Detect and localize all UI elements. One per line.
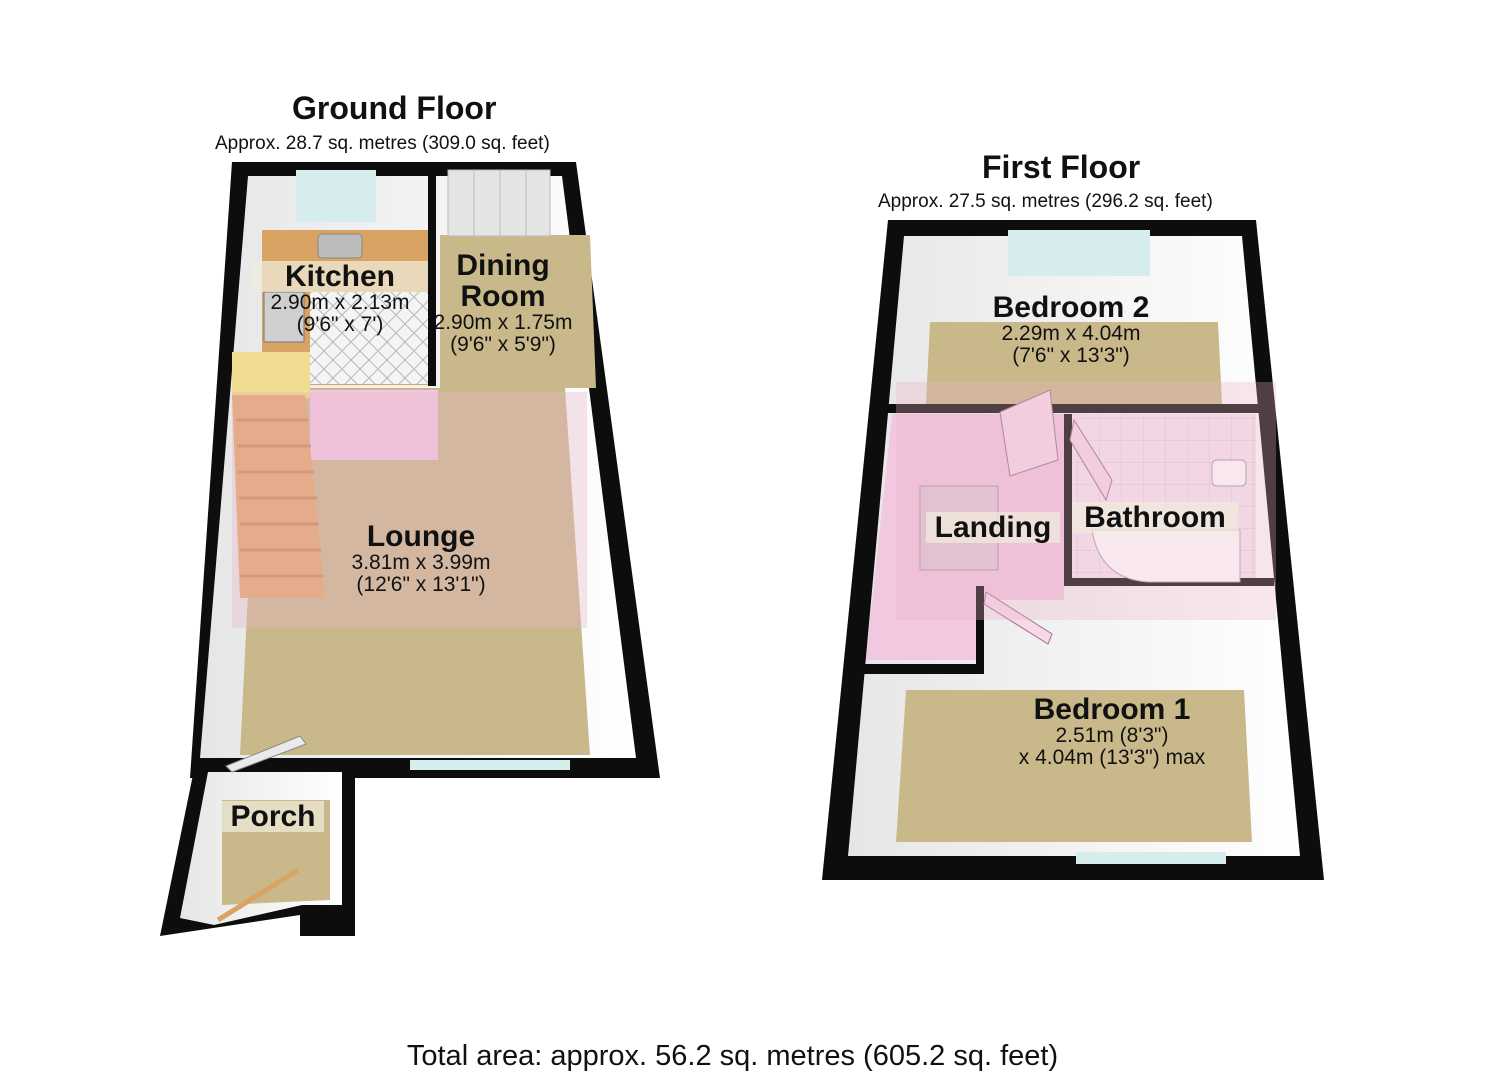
- kitchen-tiled-floor: [310, 292, 430, 384]
- lounge-floor: [240, 388, 590, 755]
- kitchen-hob: [263, 291, 305, 343]
- first-floor-area: Approx. 27.5 sq. metres (296.2 sq. feet): [878, 191, 1213, 212]
- porch-front-door: [216, 867, 300, 923]
- landing-name: Landing: [926, 512, 1060, 543]
- dining-name-line1: Dining: [456, 249, 550, 282]
- landing-door: [999, 389, 1059, 477]
- room-label-lounge: Lounge 3.81m x 3.99m (12'6" x 13'1"): [330, 521, 512, 596]
- room-label-dining-room: Dining Room 2.90m x 1.75m (9'6" x 5'9"): [416, 250, 590, 356]
- bedroom2-window: [1008, 230, 1150, 276]
- bedroom1-name: Bedroom 1: [1033, 693, 1191, 726]
- bedroom1-door: [983, 591, 1053, 645]
- bedroom2-floor: [926, 322, 1222, 404]
- lounge-dim-metric: 3.81m x 3.99m: [351, 551, 491, 574]
- kitchen-dining-wall: [428, 176, 436, 386]
- kitchen-window: [296, 170, 376, 222]
- bedroom2-dim-imperial: (7'6" x 13'3"): [1012, 344, 1130, 367]
- room-label-landing: Landing: [926, 512, 1060, 543]
- room-label-bedroom-1: Bedroom 1 2.51m (8'3") x 4.04m (13'3") m…: [992, 694, 1232, 769]
- kitchen-name: Kitchen: [252, 261, 428, 292]
- watermark-box-first: [896, 382, 1276, 620]
- landing-bedroom1-wall: [976, 586, 984, 670]
- lounge-pink-wall: [310, 390, 438, 460]
- total-area: Total area: approx. 56.2 sq. metres (605…: [406, 1040, 1059, 1072]
- ground-floor-plan: [160, 162, 660, 936]
- dining-dim-metric: 2.90m x 1.75m: [433, 311, 573, 334]
- ground-floor-title: Ground Floor: [292, 90, 497, 126]
- room-label-bathroom: Bathroom: [1072, 502, 1238, 533]
- first-floor-title: First Floor: [982, 149, 1141, 185]
- kitchen-dim-metric: 2.90m x 2.13m: [270, 291, 410, 314]
- bedroom1-upper-wall: [862, 664, 984, 674]
- bathroom-bath: [1091, 529, 1241, 583]
- lounge-dim-imperial: (12'6" x 13'1"): [356, 573, 486, 596]
- bedroom2-dim-metric: 2.29m x 4.04m: [1001, 322, 1141, 345]
- lounge-name: Lounge: [366, 520, 476, 553]
- bathroom-basin: [1211, 459, 1247, 487]
- kitchen-sink: [317, 233, 363, 259]
- bedroom2-divider-wall: [880, 404, 1260, 413]
- porch-inner-door: [225, 735, 307, 773]
- lounge-front-window: [410, 760, 570, 770]
- bedroom1-floor: [896, 690, 1252, 842]
- staircase: [232, 352, 325, 598]
- bedroom2-name: Bedroom 2: [992, 291, 1150, 324]
- bedroom1-window: [1076, 852, 1226, 864]
- kitchen-dim-imperial: (9'6" x 7'): [296, 313, 384, 336]
- room-label-porch: Porch: [222, 801, 324, 832]
- ground-floor-area: Approx. 28.7 sq. metres (309.0 sq. feet): [215, 133, 550, 154]
- bathroom-name: Bathroom: [1072, 502, 1238, 533]
- first-floor-plan: [822, 220, 1324, 880]
- dining-dim-imperial: (9'6" x 5'9"): [450, 333, 556, 356]
- room-label-kitchen: Kitchen 2.90m x 2.13m (9'6" x 7'): [252, 261, 428, 336]
- room-label-bedroom-2: Bedroom 2 2.29m x 4.04m (7'6" x 13'3"): [976, 292, 1166, 367]
- bedroom1-dim-line1: 2.51m (8'3"): [1055, 724, 1169, 747]
- dining-room-floor: [440, 235, 596, 388]
- dining-patio-doors: [447, 169, 551, 237]
- watermark-box-ground: [232, 392, 587, 628]
- bathroom-wall-left: [1064, 414, 1072, 582]
- dining-name-line2: Room: [460, 280, 546, 313]
- bedroom1-dim-line2: x 4.04m (13'3") max: [1018, 746, 1206, 769]
- bathroom-door: [1069, 418, 1113, 502]
- porch-name: Porch: [222, 801, 324, 832]
